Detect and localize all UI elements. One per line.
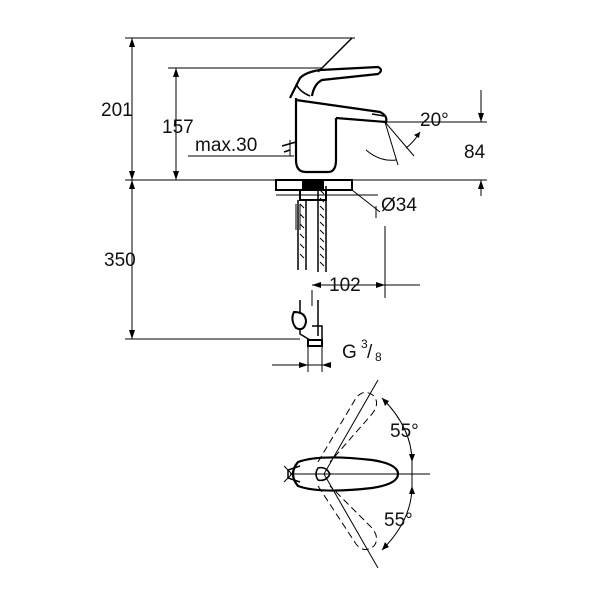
label-max30: max.30	[195, 135, 257, 156]
label-thread-slash: /	[367, 342, 373, 363]
lower-hose	[299, 300, 319, 341]
angle-leg-lower	[323, 473, 379, 569]
thread-label: G 3 / 8	[342, 337, 382, 364]
connector	[307, 339, 323, 347]
label-thread-num: 3	[361, 337, 368, 351]
label-thread-den: 8	[375, 350, 382, 364]
hose-nut	[291, 310, 308, 331]
faucet-body	[294, 98, 338, 174]
supply-hose	[297, 200, 307, 270]
label-350: 350	[104, 250, 136, 271]
popup-rod	[281, 141, 297, 153]
hose-braid	[299, 203, 305, 259]
angle-20-arrow	[414, 132, 420, 138]
spout-outlet	[371, 113, 385, 117]
shank-thread	[319, 189, 325, 267]
label-thread-g: G	[342, 342, 357, 363]
label-angle-bottom: 55°	[384, 510, 413, 531]
label-84: 84	[464, 142, 486, 163]
threaded-shank	[317, 186, 327, 272]
dim-102-arrows	[312, 282, 385, 288]
hose-inner	[295, 204, 301, 230]
side-elevation: 201 157 max.30 20° 84 Ø34 350 102 G 3 / …	[101, 37, 487, 372]
lever-swing-line	[317, 37, 353, 73]
lever-handle	[289, 65, 383, 99]
plan-view: 55° 55°	[283, 379, 430, 569]
lever-joint	[295, 83, 311, 97]
label-157: 157	[162, 117, 194, 138]
label-20deg: 20°	[420, 110, 449, 131]
plan-popup	[287, 465, 301, 483]
swing-position-upper	[317, 392, 378, 463]
shank-top	[302, 181, 324, 189]
plan-lever-base	[315, 466, 331, 482]
fitting	[312, 325, 323, 340]
plan-popup-tip	[283, 465, 293, 483]
angle-20-leg2	[384, 121, 415, 157]
label-201: 201	[101, 100, 133, 121]
swing-position-lower	[317, 485, 378, 550]
angle-20-arc	[365, 149, 397, 161]
dia-leader	[351, 189, 381, 213]
angle-leg-upper	[323, 379, 379, 475]
label-angle-top: 55°	[390, 421, 419, 442]
thread-dim-arrows	[299, 362, 331, 368]
angle-20-leg1	[384, 121, 399, 166]
label-diameter-34: Ø34	[381, 195, 417, 216]
spout	[295, 98, 388, 124]
label-102: 102	[329, 275, 361, 296]
thread-lines	[307, 346, 323, 372]
plan-body	[291, 456, 400, 492]
